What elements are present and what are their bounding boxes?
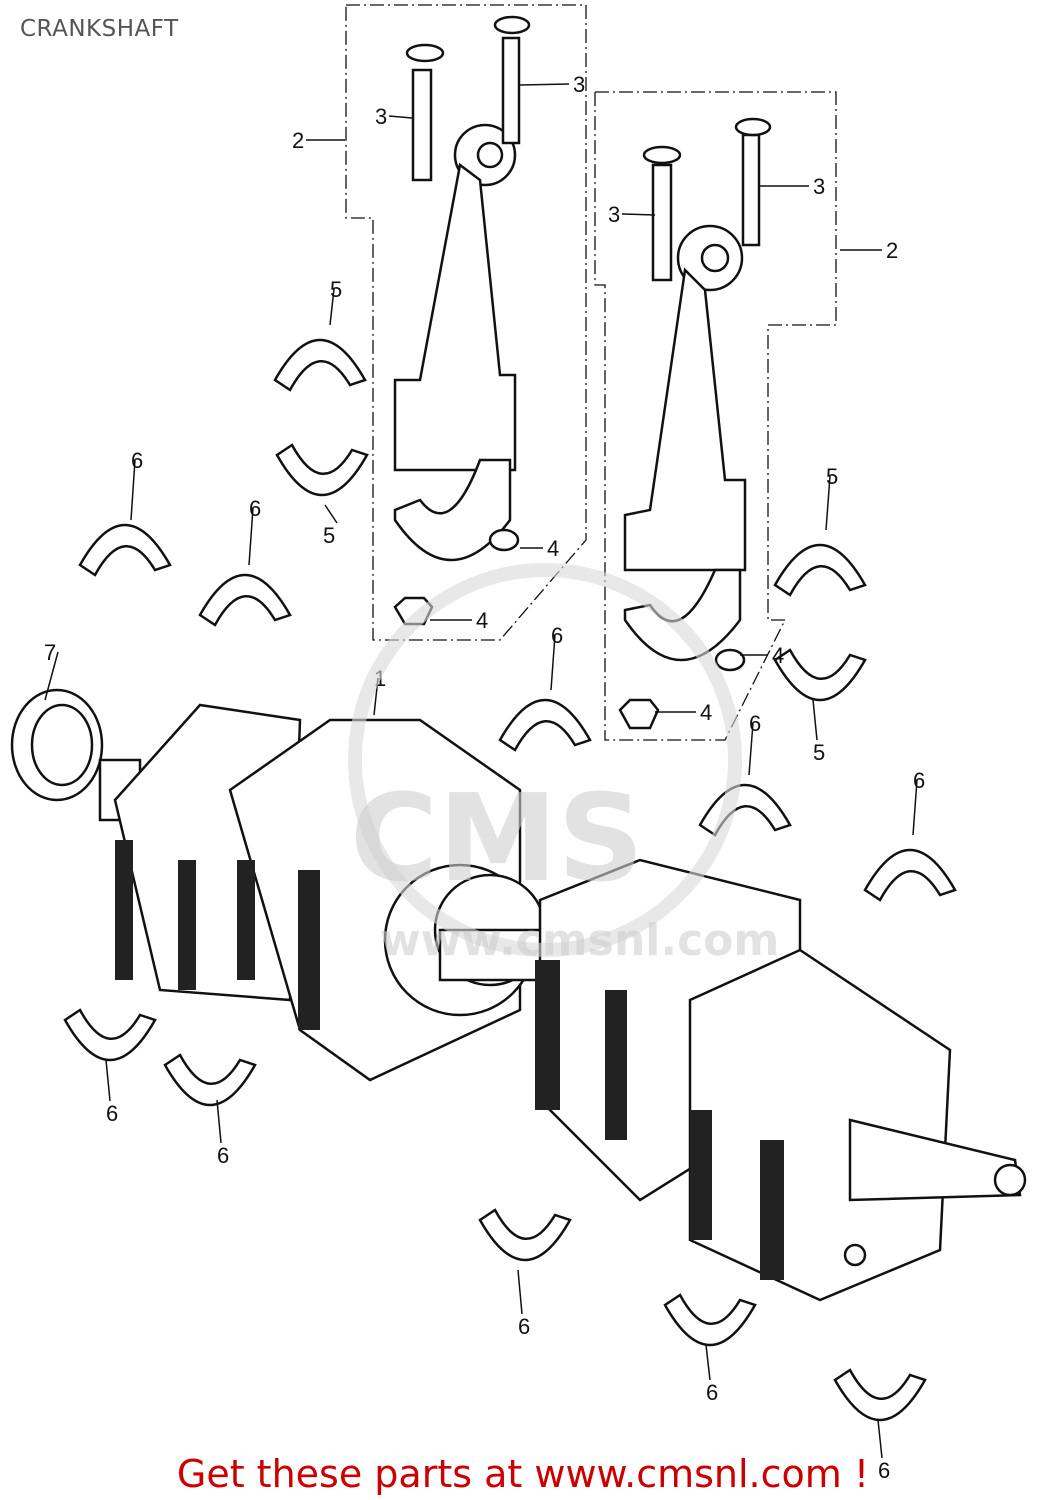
callout-label: 3 xyxy=(573,72,585,97)
callout-label: 3 xyxy=(608,202,620,227)
leader-line xyxy=(324,504,338,524)
callout-label: 5 xyxy=(323,523,335,548)
callout-label: 7 xyxy=(44,640,56,665)
bearing-shell xyxy=(773,648,867,702)
bearing-shell xyxy=(498,698,592,752)
callout-label: 5 xyxy=(813,740,825,765)
crankshaft xyxy=(98,703,1027,1302)
callout-label: 4 xyxy=(700,700,712,725)
callout-label: 2 xyxy=(886,238,898,263)
leader-line xyxy=(519,83,570,86)
bearing-shell xyxy=(698,783,792,837)
leader-line xyxy=(130,459,136,521)
callout-label: 6 xyxy=(913,768,925,793)
bearing-shell xyxy=(78,523,172,577)
cmsnl-parts-link[interactable]: Get these parts at www.cmsnl.com ! xyxy=(176,1452,870,1496)
callout-label: 2 xyxy=(292,128,304,153)
leader-line xyxy=(105,1059,111,1102)
connecting-rod-right xyxy=(618,117,772,730)
bearing-shell xyxy=(663,1293,757,1347)
bearing-shell xyxy=(198,573,292,627)
conrod-assembly-box-right xyxy=(594,91,837,741)
leader-line xyxy=(812,699,818,741)
leader-line xyxy=(825,475,831,531)
bearing-shell xyxy=(773,543,867,597)
bearing-shells xyxy=(63,338,957,1422)
connecting-rod-left xyxy=(393,15,531,626)
callout-label: 4 xyxy=(547,536,559,561)
leader-line xyxy=(388,115,413,119)
leader-lines xyxy=(44,83,918,1459)
leader-line xyxy=(329,288,335,326)
leader-line xyxy=(550,634,556,691)
bearing-shell xyxy=(478,1208,572,1262)
callout-label: 6 xyxy=(749,711,761,736)
leader-line xyxy=(517,1269,523,1315)
leader-line xyxy=(621,213,656,216)
oil-seal xyxy=(10,688,104,802)
callout-label: 6 xyxy=(706,1380,718,1405)
watermark-url-text: www.cmsnl.com xyxy=(380,915,779,966)
leader-line xyxy=(216,1099,222,1144)
callout-label: 4 xyxy=(772,643,784,668)
leader-line xyxy=(44,651,59,701)
callout-label: 4 xyxy=(476,608,488,633)
page-title: CRANKSHAFT xyxy=(20,16,179,42)
bearing-shell xyxy=(273,338,367,392)
bearing-shell xyxy=(63,1008,157,1062)
callout-label: 6 xyxy=(249,496,261,521)
bearing-shell xyxy=(275,443,369,497)
bearing-shell xyxy=(163,1053,257,1107)
leader-line xyxy=(705,1344,711,1381)
conrod-assembly-box-left xyxy=(345,4,587,641)
callout-label: 5 xyxy=(826,464,838,489)
leader-line xyxy=(248,507,254,566)
callout-label: 5 xyxy=(330,277,342,302)
watermark-logo-text: CMS xyxy=(350,770,644,909)
leader-line xyxy=(748,722,754,776)
callout-label: 6 xyxy=(551,623,563,648)
watermark-logo: CMS www.cmsnl.com xyxy=(348,563,779,966)
callout-label: 3 xyxy=(813,174,825,199)
bearing-shell xyxy=(833,1368,927,1422)
callout-label: 6 xyxy=(518,1314,530,1339)
bearing-shell xyxy=(863,848,957,902)
leader-line xyxy=(912,779,918,836)
leader-line xyxy=(877,1419,883,1459)
callout-label: 6 xyxy=(878,1458,890,1483)
callout-label: 3 xyxy=(375,104,387,129)
callout-label: 6 xyxy=(106,1101,118,1126)
callout-label: 6 xyxy=(217,1143,229,1168)
callout-label: 6 xyxy=(131,448,143,473)
